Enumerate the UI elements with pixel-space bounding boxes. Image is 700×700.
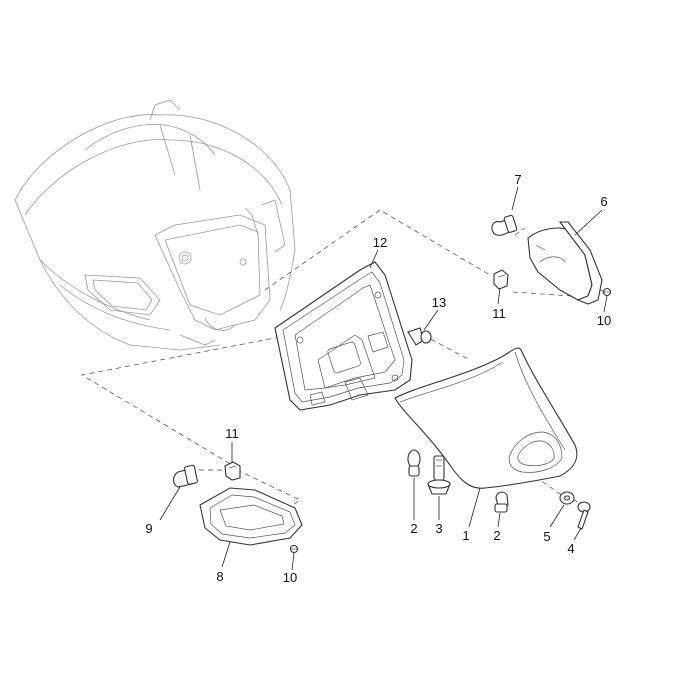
callout-3: 3 [435,521,442,536]
scooter-rear-body [14,99,296,351]
callout-5: 5 [543,529,550,544]
part-8-left-light [199,487,303,546]
part-11-clips [224,269,509,481]
callout-7: 7 [514,172,521,187]
callout-8: 8 [216,569,223,584]
leader-lines [159,186,608,571]
part-2-bulbs [407,449,509,513]
part-12-frame [274,261,413,411]
callout-13: 13 [432,295,446,310]
callout-9: 9 [145,521,152,536]
callout-12: 12 [373,235,387,250]
part-5-washer [559,491,575,505]
part-3-bulb-holder [427,455,451,495]
part-13-screw [407,327,432,346]
callout-10-right: 10 [597,313,611,328]
callout-labels: 7 6 12 13 11 10 11 9 8 10 2 3 1 2 5 4 [145,172,611,585]
callout-1: 1 [462,528,469,543]
callout-11-left: 11 [225,426,239,441]
callout-10-left: 10 [283,570,297,585]
part-10-screws [289,287,612,554]
callout-6: 6 [600,194,607,209]
part-9-bulb [172,464,198,488]
part-7-bulb [491,214,518,236]
callout-11-right: 11 [492,306,506,321]
part-6-right-light [527,221,603,305]
part-1-rear-cover [394,347,578,489]
callout-2-right: 2 [493,528,500,543]
callout-2-left: 2 [410,521,417,536]
part-4-screw [577,501,591,530]
callout-4: 4 [567,541,574,556]
